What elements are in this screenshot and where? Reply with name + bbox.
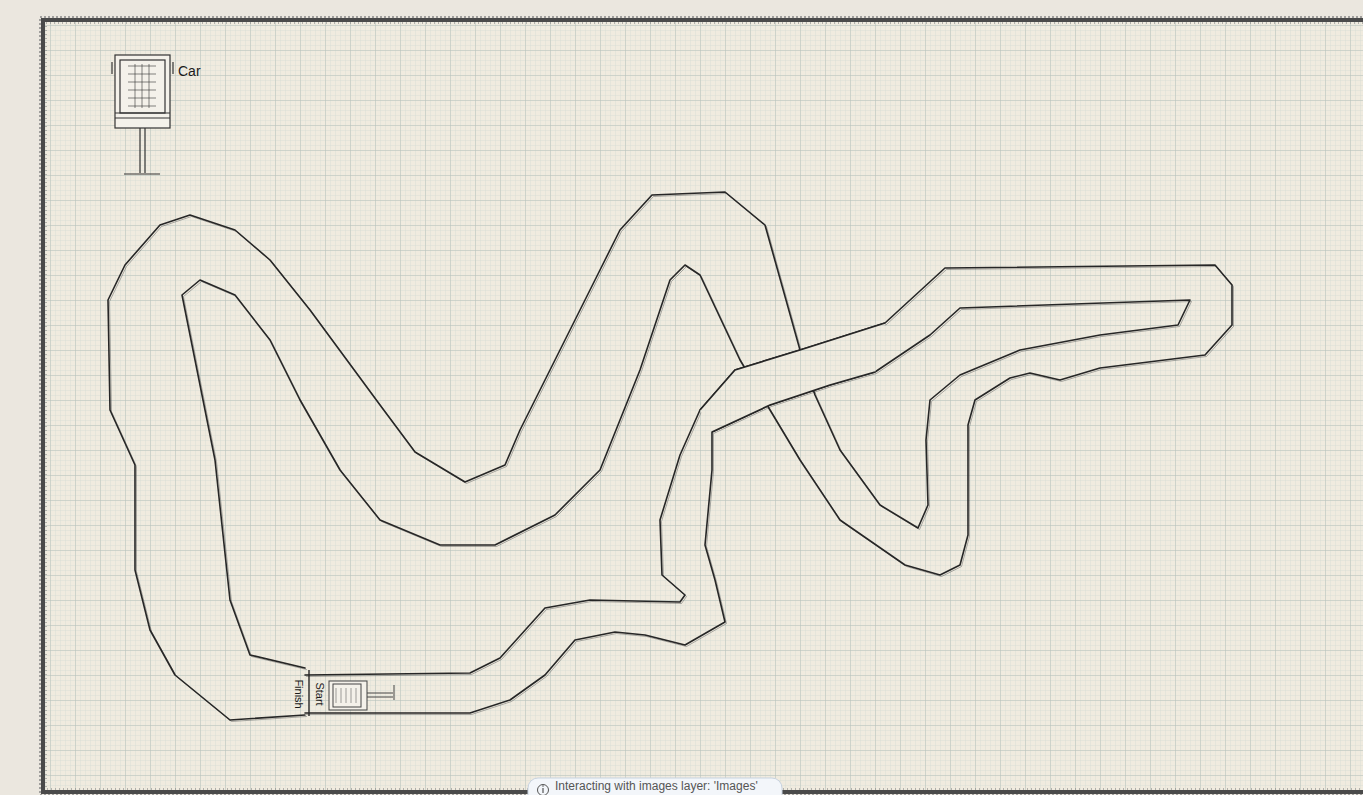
toast-text: Interacting with images layer: 'Images' xyxy=(555,780,758,793)
start-label: Start xyxy=(314,682,326,705)
legend-label: Car xyxy=(178,64,201,79)
status-toast xyxy=(528,778,782,795)
finish-label: Finish xyxy=(293,679,305,708)
car-on-track xyxy=(329,681,394,710)
car-icon xyxy=(112,55,173,174)
